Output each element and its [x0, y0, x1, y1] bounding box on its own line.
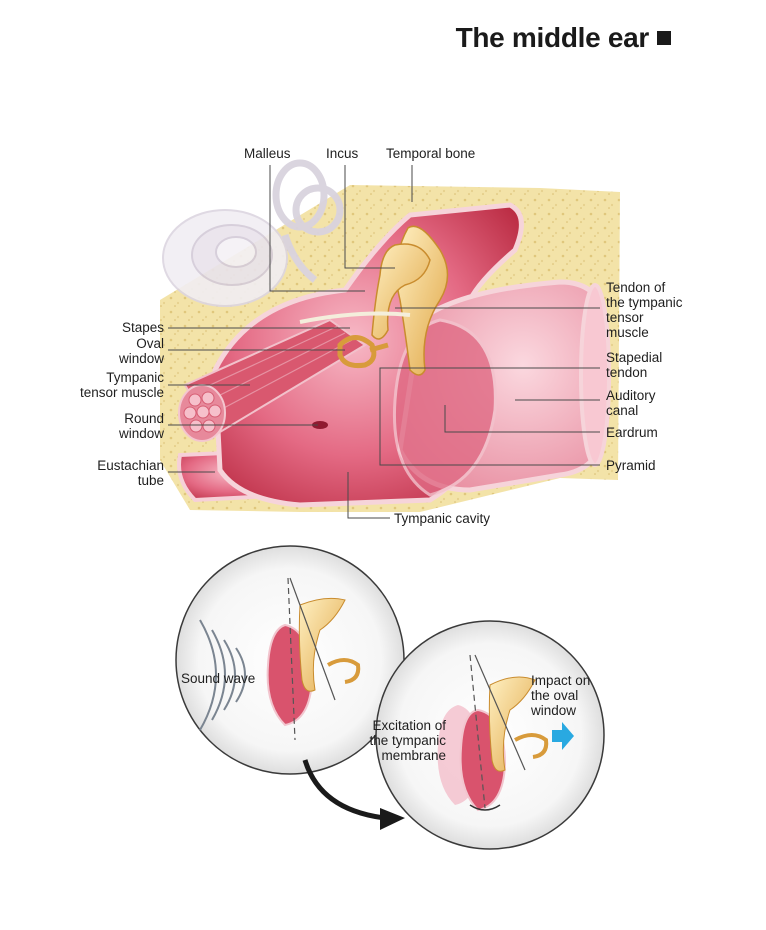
- label-excitation-line3: membrane: [381, 748, 446, 763]
- label-stapedial-line1: Stapedial: [606, 350, 663, 365]
- label-round-window-line1: Round: [124, 411, 164, 426]
- label-eustachian-line2: tube: [137, 473, 164, 488]
- label-tendon-line1: Tendon of: [606, 280, 666, 295]
- label-impact-line2: the oval: [531, 688, 579, 703]
- page-title: The middle ear: [456, 22, 671, 54]
- label-eustachian-line1: Eustachian: [97, 458, 164, 473]
- tympanic-tensor-muscle: [178, 318, 367, 442]
- label-stapes: Stapes: [121, 320, 164, 335]
- label-tympanic-cavity: Tympanic cavity: [394, 511, 491, 526]
- label-pyramid: Pyramid: [606, 458, 656, 473]
- label-oval-window-line2: window: [118, 351, 164, 366]
- semicircular-canals: [272, 159, 344, 283]
- label-round-window-line2: window: [118, 426, 164, 441]
- leader-malleus: [269, 165, 365, 292]
- label-ttm-line2: tensor muscle: [79, 385, 164, 400]
- label-incus: Incus: [326, 146, 359, 161]
- label-auditory-line2: canal: [606, 403, 639, 418]
- label-impact-line1: Impact on: [531, 673, 591, 688]
- label-temporal-bone: Temporal bone: [386, 146, 476, 161]
- leader-tympanic-cavity: [347, 472, 390, 519]
- leader-stapedial-pyramid: [379, 367, 600, 466]
- label-auditory-line1: Auditory: [606, 388, 656, 403]
- label-impact-line3: window: [531, 703, 577, 718]
- tendon-strand: [299, 311, 411, 324]
- arrow-right-icon: [552, 722, 574, 750]
- label-tendon-line2: the tympanic: [606, 295, 683, 310]
- label-tendon-line3: tensor: [606, 310, 644, 325]
- inset-impact: [375, 620, 605, 850]
- label-oval-window-line1: Oval: [136, 336, 164, 351]
- label-excitation-line2: the tympanic: [369, 733, 446, 748]
- leader-lines: [168, 165, 600, 519]
- leader-incus: [344, 165, 395, 269]
- stapes-bone: [337, 335, 389, 368]
- label-sound-wave: Sound wave: [181, 671, 256, 686]
- leader-eardrum: [444, 405, 600, 433]
- label-eardrum: Eardrum: [606, 425, 658, 440]
- inset-sound-wave: [175, 545, 405, 775]
- sound-wave-icon: [199, 619, 246, 731]
- label-ttm-line1: Tympanic: [106, 370, 164, 385]
- title-square-icon: [657, 30, 671, 45]
- inner-ear-cochlea: [162, 209, 288, 307]
- round-window: [312, 421, 328, 429]
- transition-arrow: [302, 759, 405, 830]
- label-malleus: Malleus: [244, 146, 291, 161]
- label-stapedial-line2: tendon: [606, 365, 648, 380]
- label-excitation-line1: Excitation of: [372, 718, 446, 733]
- label-tendon-line4: muscle: [606, 325, 649, 340]
- title-text: The middle ear: [455, 22, 650, 53]
